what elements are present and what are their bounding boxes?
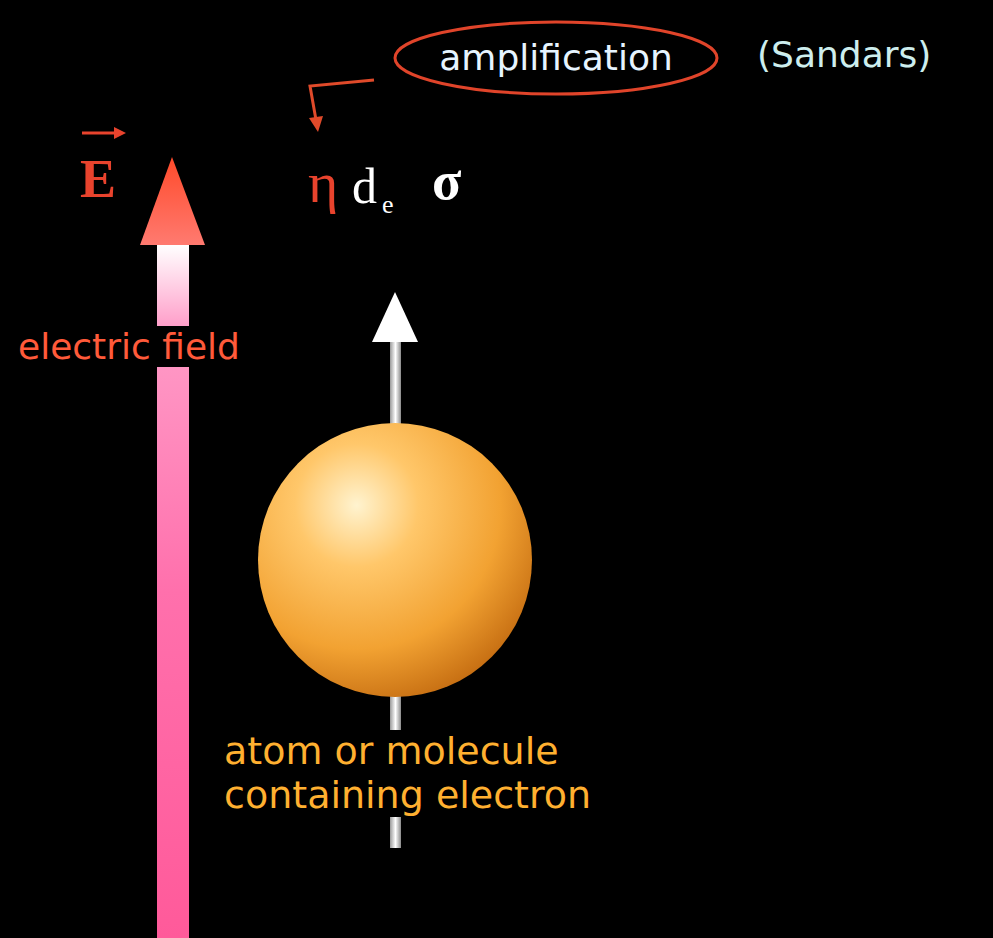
edm-symbol: d — [352, 158, 377, 216]
atom-label: atom or molecule containing electron — [220, 730, 708, 817]
vector-arrow-line — [82, 132, 118, 135]
enhancement-symbol: η — [308, 150, 338, 217]
leader-line — [310, 80, 374, 120]
ellipse-shape — [395, 22, 717, 94]
field-label: electric field — [14, 326, 244, 367]
author-note: (Sandars) — [757, 34, 931, 75]
atom-sphere — [258, 423, 532, 697]
leader-arrow-head — [309, 116, 323, 132]
spin-symbol: σ — [432, 150, 461, 212]
vector-arrow-head — [114, 127, 126, 139]
node-text: amplification — [439, 37, 672, 78]
spin-arrow-head — [372, 292, 418, 342]
field-arrow-head — [140, 157, 205, 245]
amplification-ellipse: amplification — [393, 20, 719, 96]
edm-subscript: e — [382, 190, 394, 220]
field-symbol: E — [80, 148, 116, 210]
